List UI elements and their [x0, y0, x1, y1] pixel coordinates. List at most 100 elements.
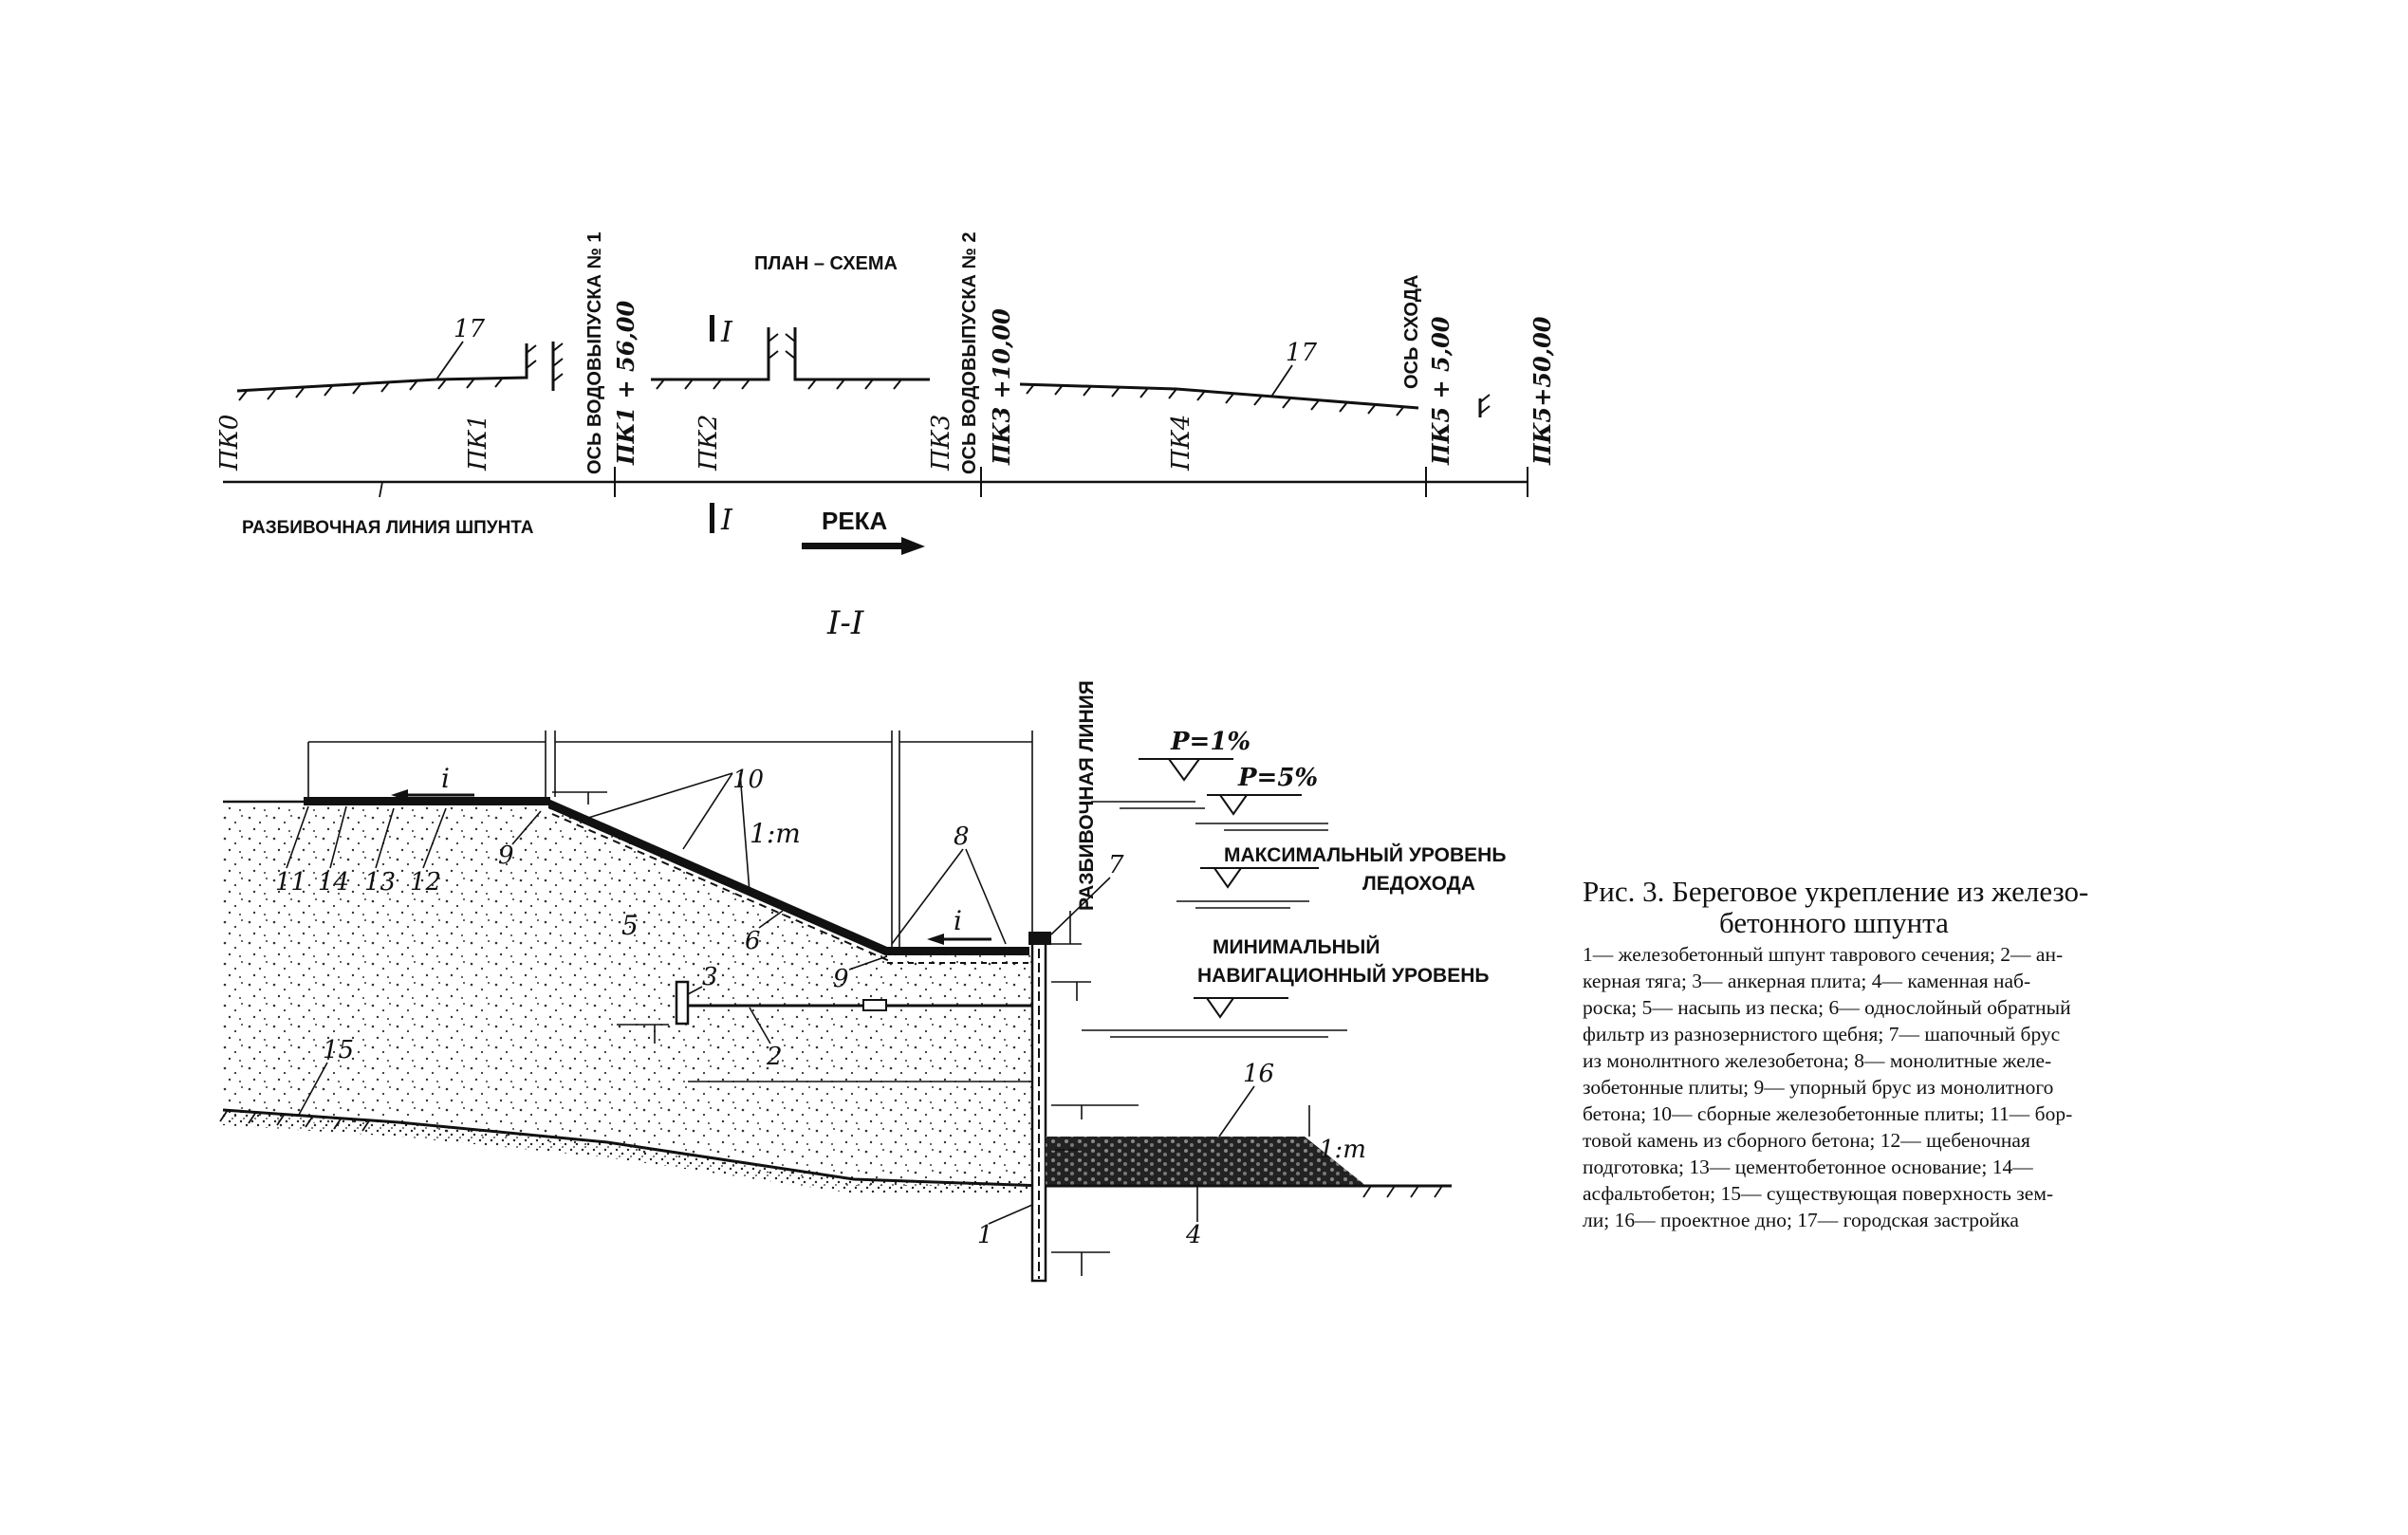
pk5-station-2-label: ПК5+50,00 — [1528, 316, 1556, 466]
hatch-3 — [785, 333, 902, 390]
pk3-station-label: ПК3 +10,00 — [988, 308, 1015, 466]
grade-arrowhead-top — [391, 789, 408, 801]
caption-title-1: Рис. 3. Береговое укрепление из железо- — [1583, 875, 2088, 908]
p1-waves — [1091, 801, 1205, 809]
pk4-label: ПК4 — [1167, 415, 1195, 472]
pk1-label: ПК1 — [464, 415, 492, 472]
development-boundary-4 — [1019, 382, 1419, 410]
water-levels: P=1% P=5% МАКСИМАЛЬНЫЙ УРОВЕНЬ ЛЕДОХОДА … — [1082, 728, 1506, 1038]
max-level-marker — [1200, 867, 1319, 889]
hatch-1 — [238, 344, 537, 401]
cross-section: I-I — [219, 604, 1506, 1283]
item-17-label-2: 17 — [1286, 339, 1318, 367]
section-mark-bottom-bar — [710, 503, 714, 533]
item-17-leader-2 — [1270, 364, 1293, 398]
callout-4: 4 — [1185, 1221, 1202, 1249]
pk2-label: ПК2 — [695, 415, 723, 472]
river-label: РЕКА — [822, 507, 888, 535]
descent-axis-label: ОСЬ СХОДА — [1401, 275, 1422, 389]
slope-plates — [548, 799, 887, 956]
callout-5: 5 — [621, 910, 639, 941]
section-mark-top-bar — [710, 315, 714, 342]
hatch-outlet-1 — [552, 342, 564, 382]
callout-13: 13 — [364, 868, 396, 897]
caption-line: керная тяга; 3— анкерная плита; 4— камен… — [1583, 970, 2030, 992]
slope-filter — [551, 813, 893, 963]
hatch-5 — [1479, 394, 1491, 415]
item-17-label-1: 17 — [454, 315, 486, 343]
callout-6: 6 — [745, 927, 761, 955]
min-level-line-1: МИНИМАЛЬНЫЙ — [1213, 935, 1380, 958]
dimension-lines — [307, 731, 1310, 1276]
cap-beam — [1028, 932, 1051, 945]
callout-8: 8 — [954, 823, 970, 851]
max-level-waves — [1176, 900, 1309, 909]
caption: Рис. 3. Береговое укрепление из железо- … — [1583, 875, 2088, 1231]
development-boundary-1 — [236, 343, 528, 393]
section-mark-bottom: I — [720, 504, 733, 537]
sheet-pile-leader — [379, 481, 383, 498]
turnbuckle — [862, 999, 887, 1011]
river-arrow-shaft — [802, 543, 901, 549]
caption-line: фильтр из разнозернистого щебня; 7— шапо… — [1583, 1023, 2060, 1045]
plan-title: ПЛАН – СХЕМА — [754, 253, 898, 274]
slope-label: 1:m — [750, 818, 801, 849]
berm-plates — [887, 947, 1029, 955]
grade-arrowhead-berm — [927, 934, 944, 945]
caption-line: из монолнтного железобетона; 8— монолитн… — [1583, 1049, 2051, 1072]
caption-line: товой камень из сборного бетона; 12— щеб… — [1583, 1129, 2030, 1152]
river-arrow-head — [901, 537, 925, 555]
caption-line: зобетонные плиты; 9— упорный брус из мон… — [1583, 1076, 2053, 1099]
callout-2: 2 — [766, 1043, 783, 1071]
callout-11: 11 — [275, 868, 306, 897]
pavement — [304, 797, 550, 805]
pk5-station-1-label: ПК5 + 5,00 — [1427, 316, 1454, 466]
caption-title-2: бетонного шпунта — [1719, 906, 1949, 939]
caption-line: ли; 16— проектное дно; 17— городская зас… — [1583, 1209, 2019, 1231]
development-boundary-2 — [651, 327, 770, 381]
callout-9-bottom: 9 — [833, 965, 849, 993]
section-mark-top: I — [720, 316, 733, 349]
caption-line: подготовка; 13— цементобетонное основани… — [1583, 1156, 2033, 1178]
min-level-waves — [1082, 1029, 1347, 1038]
callout-16: 16 — [1243, 1060, 1274, 1088]
max-level-line-1: МАКСИМАЛЬНЫЙ УРОВЕНЬ — [1224, 843, 1506, 866]
plan-scheme: ПЛАН – СХЕМА РАЗБИВОЧНАЯ ЛИНИЯ ШПУНТА ПК… — [215, 232, 1556, 555]
sand-fill — [223, 802, 1032, 1186]
outlet-axis-1-label: ОСЬ ВОДОВЫПУСКА № 1 — [584, 232, 605, 474]
min-level-line-2: НАВИГАЦИОННЫЙ УРОВЕНЬ — [1197, 964, 1489, 987]
caption-line: роска; 5— насыпь из песка; 6— однослойны… — [1583, 996, 2071, 1019]
p1-label: P=1% — [1170, 728, 1250, 756]
callout-1: 1 — [977, 1221, 993, 1249]
dense-sand-band — [223, 1110, 1032, 1193]
pk3-label: ПК3 — [927, 415, 955, 472]
grade-label-berm: i — [954, 905, 962, 936]
callout-10: 10 — [732, 766, 764, 794]
item-17-leader-1 — [435, 341, 464, 380]
pk1-station-label: ПК1 + 56,00 — [612, 301, 639, 466]
bottom-hatch — [1362, 1185, 1443, 1198]
development-boundary-3 — [793, 327, 930, 381]
p5-waves — [1195, 823, 1328, 831]
max-level-line-2: ЛЕДОХОДА — [1362, 873, 1475, 895]
callout-9-top: 9 — [498, 841, 514, 870]
ground-hatch — [219, 1109, 371, 1132]
existing-ground-line — [222, 1108, 1045, 1188]
caption-line: бетона; 10— сборные железобетонные плиты… — [1583, 1102, 2072, 1125]
section-title: I-I — [826, 604, 864, 642]
min-level-marker — [1194, 997, 1288, 1019]
sheet-pile-line-label: РАЗБИВОЧНАЯ ЛИНИЯ ШПУНТА — [242, 518, 534, 538]
callout-15: 15 — [323, 1036, 354, 1064]
pk0-label: ПК0 — [215, 415, 244, 472]
grade-label-top: i — [441, 763, 450, 794]
anchor-plate — [675, 980, 690, 1026]
caption-line: 1— железобетонный шпунт таврового сечени… — [1583, 943, 2063, 966]
hatch-4 — [1026, 383, 1405, 416]
callout-12: 12 — [410, 868, 441, 897]
caption-line: асфальтобетон; 15— существующая поверхно… — [1583, 1182, 2053, 1205]
p5-marker — [1207, 794, 1302, 816]
callout-7: 7 — [1108, 851, 1124, 879]
p1-marker — [1139, 758, 1233, 782]
p5-label: P=5% — [1237, 764, 1318, 792]
layout-line-label: РАЗБИВОЧНАЯ ЛИНИЯ — [1076, 680, 1098, 911]
